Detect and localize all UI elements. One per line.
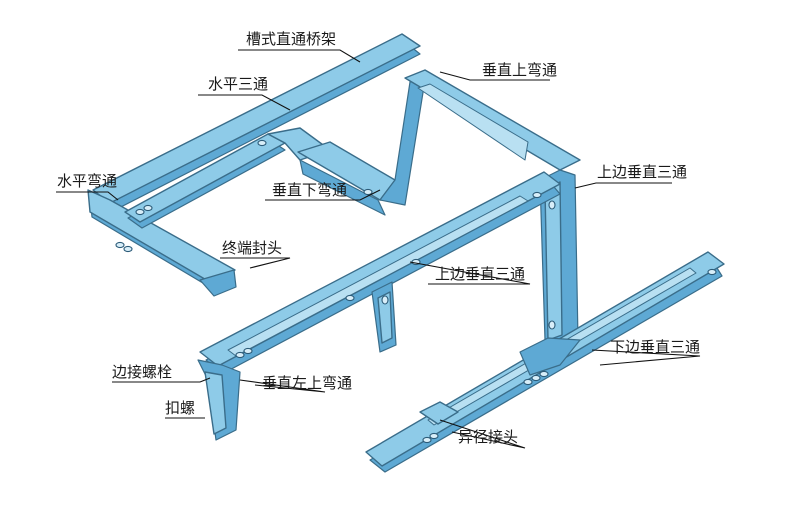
- leader-upper-tee-mid: [409, 261, 531, 285]
- left-up-bend-face: [204, 371, 227, 435]
- bolt-icon: [143, 204, 153, 212]
- leader-lines: [56, 49, 701, 449]
- right-vertical-post: [539, 169, 579, 349]
- leader-left-up-bend: [239, 379, 326, 393]
- leader-end-cap: [220, 257, 291, 269]
- leader-side-bolt: [112, 377, 211, 383]
- bolt-icon: [123, 245, 133, 253]
- bolt-icon: [235, 351, 245, 359]
- leader-upper-tee-right: [574, 182, 672, 189]
- bolt-group-left: [115, 139, 373, 253]
- label-end-cap: 终端封头: [222, 239, 282, 257]
- label-reducer: 异径接头: [458, 428, 518, 446]
- bolt-icon: [532, 191, 542, 199]
- upper-tray-assembly: [87, 33, 581, 297]
- labels: 槽式直通桥架 水平三通 垂直上弯通 上边垂直三通 水平弯通 垂直下弯通 终端封头…: [57, 30, 700, 446]
- leader-horizontal-bend: [56, 191, 119, 201]
- tee-branch-side: [299, 159, 386, 216]
- middle-tray-run: [197, 171, 561, 441]
- lower-tray-run: [365, 251, 725, 473]
- lower-tee-connector: [519, 337, 581, 376]
- bolt-icon: [381, 295, 389, 305]
- leader-reducer: [439, 419, 526, 449]
- leader-straight-tray: [238, 49, 361, 63]
- label-side-bolt: 边接螺栓: [112, 363, 172, 381]
- bolt-icon: [115, 241, 125, 249]
- label-horizontal-bend: 水平弯通: [57, 172, 117, 190]
- bolt-icon: [422, 436, 432, 444]
- vertical-up-bend-inner: [417, 83, 529, 161]
- middle-tray-inner: [227, 195, 529, 357]
- bolt-icon: [548, 320, 556, 330]
- leader-vertical-down-bend: [265, 189, 381, 201]
- bolt-icon: [257, 139, 267, 147]
- bolt-icon: [363, 188, 373, 196]
- bolt-icon: [548, 200, 556, 210]
- label-straight-tray: 槽式直通桥架: [246, 30, 336, 48]
- bolt-icon: [707, 268, 717, 276]
- leader-vertical-up-bend: [439, 71, 550, 81]
- label-vertical-up-bend: 垂直上弯通: [482, 61, 557, 79]
- end-cap-face: [199, 269, 237, 297]
- reducer-joint-top: [419, 401, 459, 425]
- label-left-up-bend: 垂直左上弯通: [262, 374, 352, 392]
- label-upper-tee-right: 上边垂直三通: [597, 163, 687, 181]
- bolt-icon: [345, 294, 355, 302]
- label-vertical-down-bend: 垂直下弯通: [272, 181, 347, 199]
- label-horizontal-tee: 水平三通: [208, 75, 268, 93]
- leader-lower-tee: [591, 349, 701, 366]
- bolt-icon: [531, 374, 541, 382]
- vertical-tee-leg-face: [377, 291, 393, 344]
- bolt-icon: [539, 370, 549, 378]
- leader-horizontal-tee: [198, 94, 291, 111]
- bolt-icon: [523, 378, 533, 386]
- bolt-icon: [429, 432, 439, 440]
- label-lower-tee: 下边垂直三通: [610, 338, 700, 356]
- bolt-icon: [135, 208, 145, 216]
- label-upper-tee-mid: 上边垂直三通: [435, 265, 525, 283]
- bolt-icon: [243, 347, 253, 355]
- label-clamp-screw: 扣螺: [165, 399, 195, 417]
